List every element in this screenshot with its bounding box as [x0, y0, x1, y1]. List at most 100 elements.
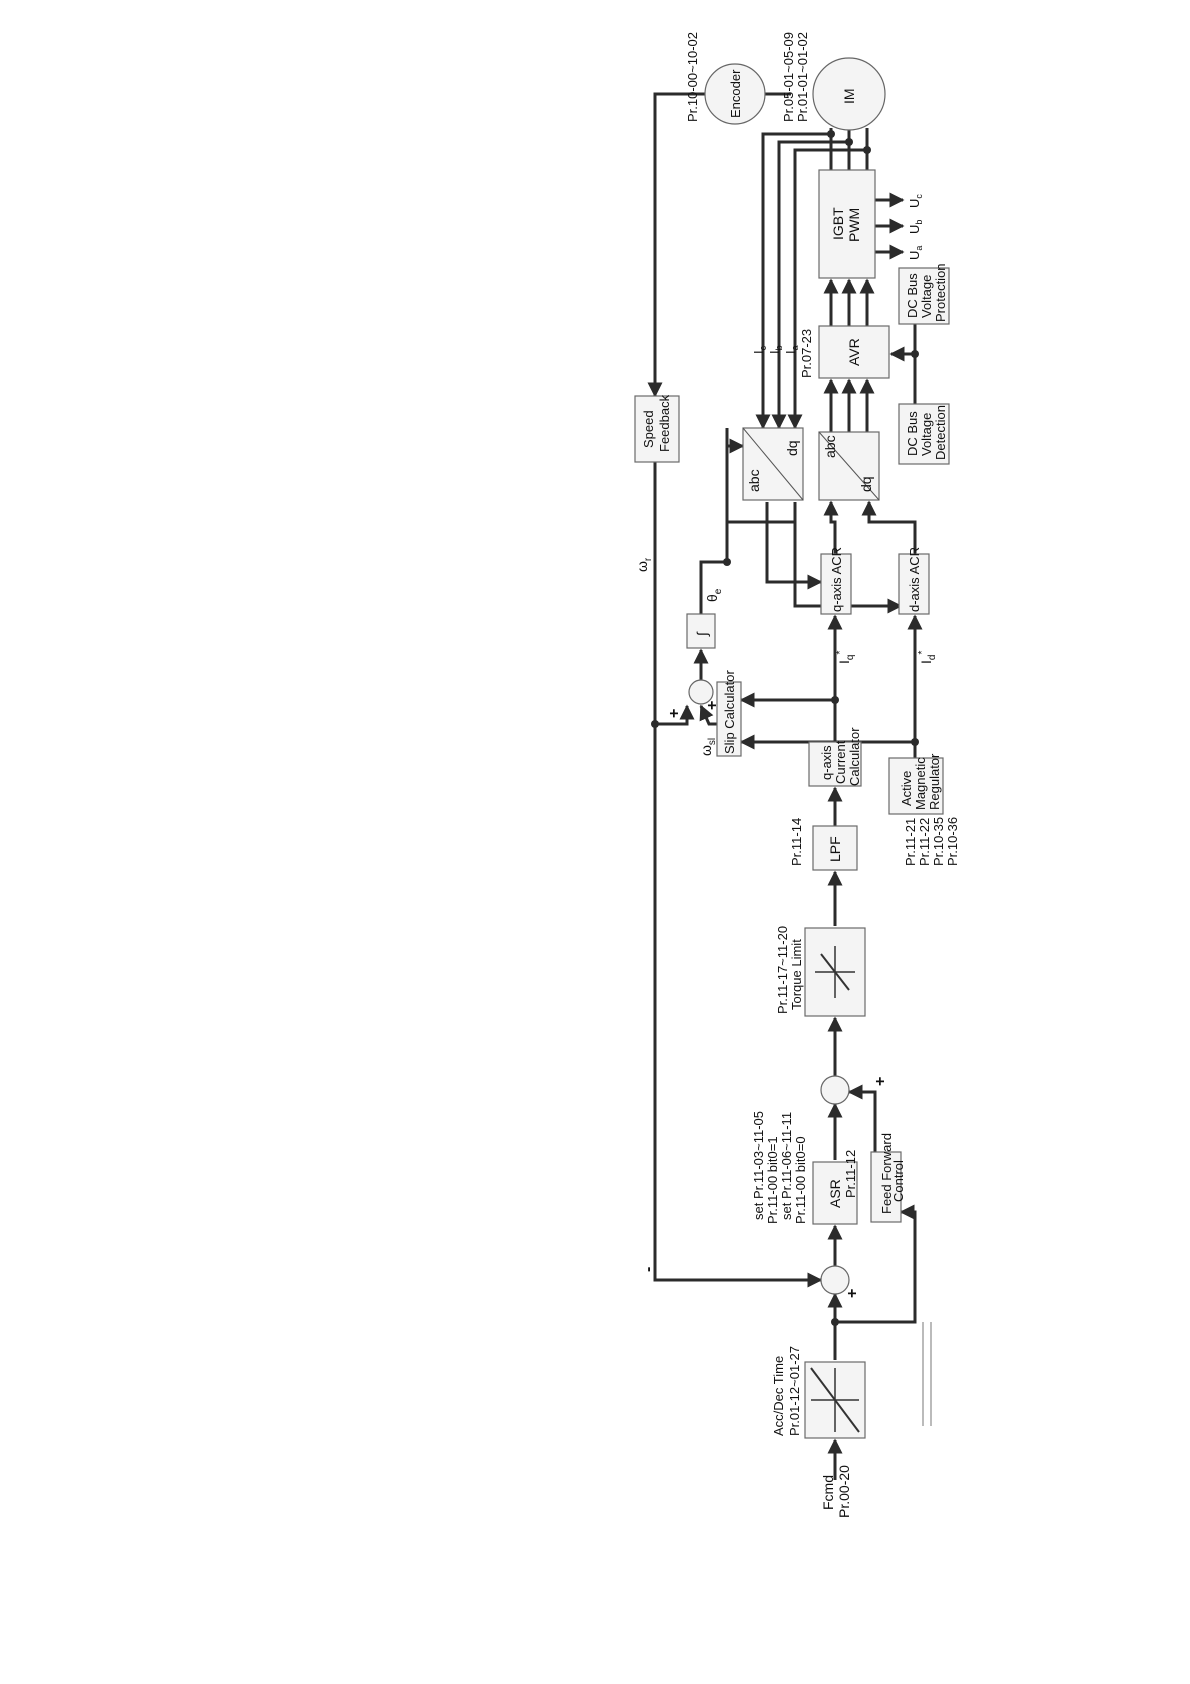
avr-block [818, 325, 890, 379]
uc-label: Uc [907, 194, 924, 208]
asr-pr-3: Pr.11-00 bit0=1 [765, 1136, 780, 1224]
wire-dcdet-avr [889, 346, 917, 404]
ia-label: Ia [783, 345, 800, 354]
accdec-label: Acc/Dec Time [771, 1356, 786, 1436]
encoder-circle [704, 63, 766, 125]
asr-pr-1: Pr.11-00 bit0=0 [793, 1136, 808, 1224]
dacr-block [898, 553, 930, 615]
wire-ic-fb [755, 132, 831, 430]
dcprot-1: DC Bus [905, 273, 920, 318]
sum-junction-3 [688, 679, 714, 705]
integrator-block [686, 613, 716, 649]
wsl-label: ωsl [698, 738, 718, 756]
speedfb-label-2: Feedback [657, 394, 672, 452]
theta-label: θe [704, 588, 724, 602]
qcc-label-1: q-axis [819, 745, 834, 780]
im-label: IM [841, 88, 857, 104]
avr-pr-label: Pr.07-23 [799, 329, 814, 378]
slip-block [716, 681, 742, 757]
amr-block [888, 757, 944, 815]
sum-junction-1 [820, 1265, 850, 1295]
sum2-plus: + [872, 1077, 889, 1086]
speedfb-block [634, 395, 680, 463]
amr-label-1: Active [899, 771, 914, 806]
slip-label: Slip Calculator [722, 670, 737, 754]
wire-ia-fb [787, 148, 867, 430]
avr-label: AVR [846, 338, 862, 366]
amr-label-3: Regulator [927, 753, 942, 810]
dc-detect-block [898, 403, 950, 465]
wire-theta [699, 428, 729, 614]
wire-dacr-dq [861, 500, 917, 554]
sum-junction-2 [820, 1075, 850, 1105]
feedforward-block [870, 1151, 902, 1223]
ff-pr-label: Pr.11-12 [843, 1150, 858, 1198]
junction-ff [831, 1318, 839, 1326]
junction-ia [863, 146, 871, 154]
blocks [634, 57, 950, 1439]
wire-theta-dq [725, 502, 797, 562]
qcc-label-3: Calculator [847, 727, 862, 786]
sum1-minus: - [640, 1267, 657, 1272]
junction-dcbus [911, 350, 919, 358]
labels: Fcmd Pr.00-20 Acc/Dec Time Pr.01-12~01-2… [634, 32, 960, 1518]
dcdet-1: DC Bus [905, 411, 920, 456]
wire-wr-sum1 [653, 724, 823, 1288]
wire-slip-sum3 [699, 704, 717, 726]
lpf-pr-label: Pr.11-14 [789, 818, 804, 866]
qcc-block [808, 741, 862, 787]
wr-label: ωr [634, 557, 654, 572]
asr-pr-4: set Pr.11-03~11-05 [751, 1111, 766, 1220]
dcdet-2: Voltage [919, 413, 934, 456]
sum1-plus: + [844, 1289, 861, 1298]
dacr-label: d-axis ACR [907, 547, 922, 612]
dc-protect-block [898, 267, 950, 325]
im-pr-2: Pr.05-01~05-09 [781, 32, 796, 122]
asr-block [812, 1161, 858, 1225]
igbt-block [818, 169, 876, 279]
ub-label: Ub [907, 220, 924, 234]
torque-label: Torque Limit [789, 939, 804, 1010]
encoder-pr-label: Pr.10-00~10-02 [685, 32, 700, 122]
wire-fb-d [793, 502, 903, 614]
dcdet-3: Detection [933, 405, 948, 460]
wire-ib-fb [771, 140, 849, 430]
encoder-label: Encoder [728, 69, 743, 118]
wire-branch-ff [835, 1204, 917, 1324]
qacr-block [820, 553, 852, 615]
igbt-label-1: IGBT [830, 207, 846, 240]
diagram-svg: Fcmd Pr.00-20 Acc/Dec Time Pr.01-12~01-2… [634, 32, 960, 1518]
ua-label: Ua [907, 246, 924, 260]
speedfb-label-1: Speed [641, 410, 656, 448]
torque-pr-label: Pr.11-17~11-20 [775, 926, 790, 1014]
wire-wr-sum3 [655, 704, 695, 726]
abc2-label: abc [746, 469, 762, 492]
accdec-pr-label: Pr.01-12~01-27 [787, 1346, 802, 1436]
fcmd-pr-label: Pr.00-20 [836, 1465, 852, 1518]
amr-pr-2: Pr.11-22 [917, 818, 932, 866]
dq-abc-diagonal [818, 431, 880, 501]
amr-pr-3: Pr.10-35 [931, 817, 946, 866]
amr-label-2: Magnetic [913, 757, 928, 810]
abc-label: abc [822, 435, 838, 458]
wires [647, 86, 937, 1480]
dq2-label: dq [784, 440, 800, 456]
diagram-stage: Fcmd Pr.00-20 Acc/Dec Time Pr.01-12~01-2… [235, 32, 960, 1622]
id-label: Id* [917, 651, 938, 664]
abc-dq-diagonal [742, 427, 804, 501]
qcc-label-2: Current [833, 740, 848, 784]
wire-qacr-dq [823, 500, 839, 554]
ff-label-2: Control [891, 1160, 906, 1202]
wire-encoder-speedfb [647, 92, 705, 398]
sum3-plus-2: + [666, 709, 683, 718]
ib-label: Ib [767, 345, 784, 354]
wire-ff-sum2 [847, 1084, 877, 1152]
ic-label: Ic [751, 345, 768, 354]
integrator-symbol: ∫ [694, 631, 710, 637]
asr-label: ASR [827, 1179, 843, 1208]
dcprot-3: Protection [933, 263, 948, 322]
igbt-label-2: PWM [846, 208, 862, 242]
asr-pr-2: set Pr.11-06~11-11 [779, 1112, 794, 1220]
im-pr-1: Pr.01-01~01-02 [795, 32, 810, 122]
